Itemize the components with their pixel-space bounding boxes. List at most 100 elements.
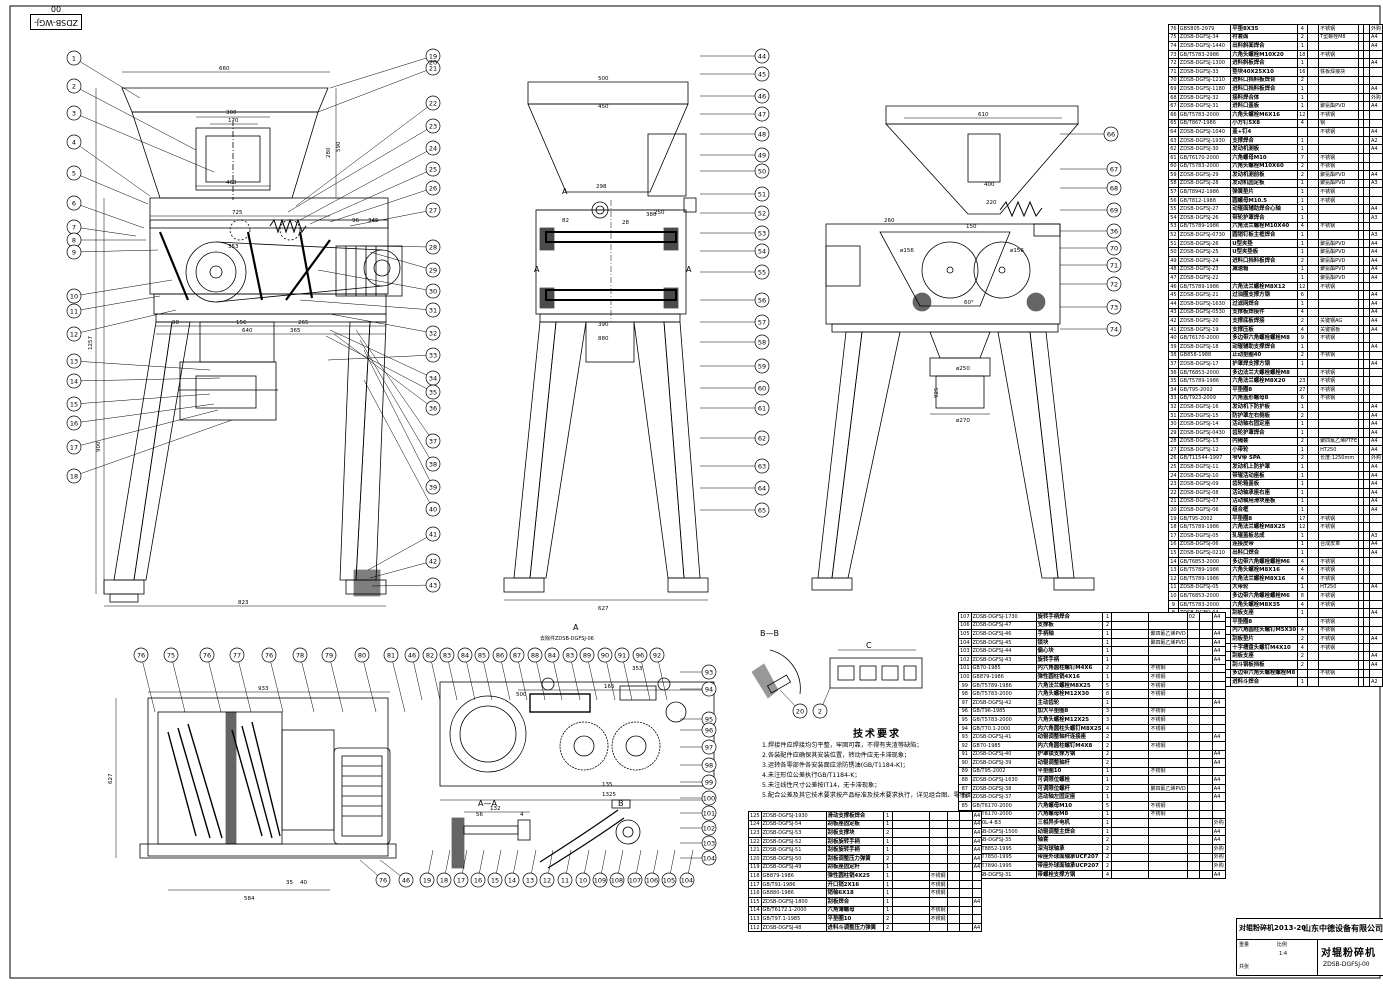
bom-cell: 进料口盖板 (1231, 102, 1298, 111)
bom-cell: 齿轮护罩焊合 (1231, 428, 1298, 437)
svg-text:11: 11 (561, 876, 569, 884)
bom-cell: A4 (1369, 102, 1382, 111)
bom-cell: 2 (1298, 635, 1307, 644)
svg-text:590: 590 (336, 141, 342, 152)
bom-cell: 16 (1169, 540, 1179, 549)
bom-cell: 55 (1169, 205, 1179, 214)
bom-cell: ZDSB-DGFSJ-06 (1178, 540, 1230, 549)
bom-cell: GB/T5789-1986 (1178, 523, 1230, 532)
bom-cell: 29 (1169, 428, 1179, 437)
bom-cell: 活动轴右固定座 (1231, 420, 1298, 429)
bom-cell (1307, 231, 1319, 240)
bom-cell (1319, 609, 1359, 618)
bom-cell (1307, 652, 1319, 661)
callout-84: 84 (458, 648, 475, 700)
bom-cell: A4 (1369, 403, 1382, 412)
bom-cell (1307, 136, 1319, 145)
svg-text:300: 300 (226, 110, 237, 116)
svg-text:A: A (686, 265, 692, 274)
bom-cell: 123 (749, 829, 762, 838)
bom-cell (1199, 819, 1212, 828)
bom-cell: GB/T8942-1986 (1178, 188, 1230, 197)
bom-cell (1307, 76, 1319, 85)
svg-text:933: 933 (258, 686, 269, 692)
bom-cell: 不锈钢 (1149, 724, 1187, 733)
svg-text:44: 44 (758, 52, 766, 60)
bom-cell: 不锈钢 (1319, 25, 1359, 34)
bom-cell: 多边带六角头螺栓螺栓M8 (1231, 669, 1298, 678)
bom-cell (1149, 655, 1187, 664)
bom-cell (1112, 836, 1149, 845)
callout-56: 56 (700, 293, 769, 307)
svg-text:74: 74 (1110, 325, 1118, 333)
svg-text:5: 5 (72, 169, 76, 177)
bom-cell (1298, 617, 1307, 626)
bom-cell (1212, 767, 1225, 776)
bom-cell: 12 (1169, 575, 1179, 584)
bom-cell: ZDSB-DGFSJ-46 (971, 630, 1036, 639)
bom-cell (1319, 360, 1359, 369)
svg-text:353: 353 (228, 244, 239, 250)
bom-cell (1369, 643, 1382, 652)
bom-cell: GB/T867-1986 (1178, 119, 1230, 128)
bom-cell: 1 (1298, 59, 1307, 68)
title-block: 对辊粉碎机2013-20 山东中德设备有限公司 重量 比例 1:4 共张 对辊粉… (1236, 918, 1383, 976)
bom-cell (1319, 471, 1359, 480)
svg-text:32: 32 (429, 329, 437, 337)
bom-cell (1112, 810, 1149, 819)
bom-cell: 107 (959, 613, 972, 622)
bom-cell: GB/T11544-1997 (1178, 454, 1230, 463)
svg-text:24: 24 (429, 144, 437, 152)
bom-cell (1319, 205, 1359, 214)
bom-cell: 2 (1298, 171, 1307, 180)
bom-cell (1112, 621, 1149, 630)
bom-cell (1369, 351, 1382, 360)
bom-cell (1307, 196, 1319, 205)
bom-cell: 不锈钢 (1319, 669, 1359, 678)
svg-text:17: 17 (457, 876, 465, 884)
bom-cell: 外购 (1212, 862, 1225, 871)
bom-cell (1369, 575, 1382, 584)
bom-cell (1112, 802, 1149, 811)
bom-cell (1369, 669, 1382, 678)
bom-cell: 刮板焊合 (826, 897, 883, 906)
bom-cell: 支撑底板焊接 (1231, 317, 1298, 326)
bom-cell: 2 (1103, 862, 1112, 871)
callout-49: 49 (700, 148, 769, 162)
bom-cell (1199, 690, 1212, 699)
callout-61: 61 (700, 401, 769, 415)
bom-cell: GB/T6170-2000 (1178, 334, 1230, 343)
svg-text:95: 95 (705, 715, 713, 723)
bom-cell (947, 812, 959, 821)
bom-cell: A4 (1369, 411, 1382, 420)
bom-cell: A3 (1369, 532, 1382, 541)
bom-cell (1112, 853, 1149, 862)
bom-cell (1112, 793, 1149, 802)
bom-cell: A3 (1369, 179, 1382, 188)
bom-cell: 六角螺母M10 (1231, 153, 1298, 162)
svg-text:38: 38 (429, 460, 437, 468)
dim-base-width: 823 (238, 600, 249, 606)
bom-cell (1307, 368, 1319, 377)
bom-cell (1369, 368, 1382, 377)
bom-cell: 刮板调整压力弹簧 (826, 854, 883, 863)
bom-cell: 接料焊合体 (1231, 93, 1298, 102)
bom-cell: ZDSB-DGFSJ-07 (1178, 497, 1230, 506)
bom-cell (1369, 385, 1382, 394)
bom-cell (947, 854, 959, 863)
bom-cell: 6 (1298, 291, 1307, 300)
bom-cell (1187, 845, 1199, 854)
bom-cell: 1 (1298, 205, 1307, 214)
bom-cell (1369, 566, 1382, 575)
